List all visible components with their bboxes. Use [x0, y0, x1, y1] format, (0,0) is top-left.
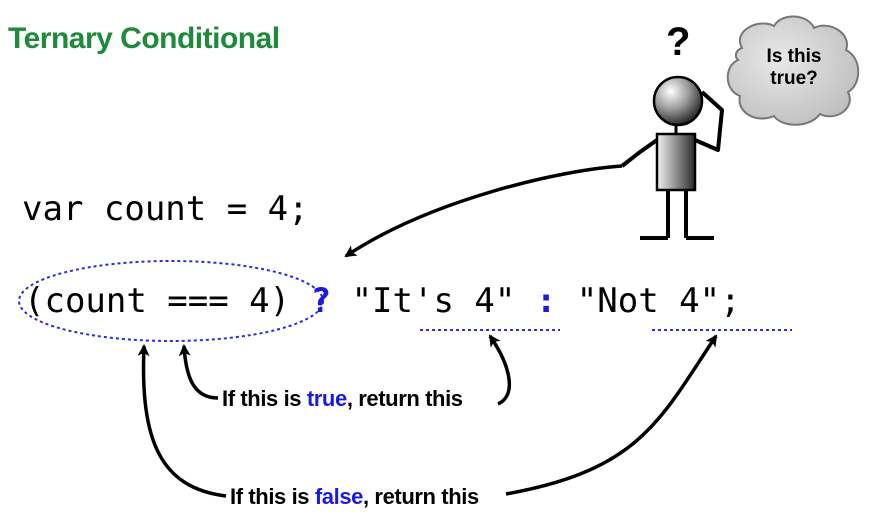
thinker-arrow [344, 164, 623, 258]
page-title: Ternary Conditional [8, 22, 280, 55]
code-colon-operator: : [535, 281, 557, 321]
thought-bubble-text: Is this true? [766, 46, 822, 89]
false-annotation: If this is false, return this [230, 484, 479, 510]
code-line-declaration: var count = 4; [22, 189, 309, 229]
false-annotation-prefix: If this is [230, 484, 315, 509]
true-annotation: If this is true, return this [222, 386, 463, 412]
false-annotation-suffix: , return this [363, 484, 479, 509]
false-note-arrow-to-condition [137, 344, 227, 498]
false-note-arrow-to-value [505, 334, 718, 496]
false-keyword: false [314, 484, 364, 509]
thought-cloud [726, 15, 860, 126]
code-question-operator: ? [310, 281, 332, 321]
true-keyword: true [306, 386, 347, 411]
code-true-value: "It's 4" [351, 281, 516, 321]
true-note-arrow-to-condition [178, 344, 219, 400]
body-shape [655, 132, 697, 192]
true-annotation-suffix: , return this [346, 386, 463, 411]
head-icon [652, 75, 704, 127]
true-annotation-prefix: If this is [222, 386, 307, 411]
thinker-figure [620, 75, 724, 240]
true-note-arrow-to-value [488, 334, 512, 406]
code-line-ternary: (count === 4) ? "It's 4" : "Not 4"; [24, 284, 741, 318]
code-false-value: "Not 4"; [576, 281, 741, 321]
condition-highlight [18, 260, 324, 342]
code-condition: (count === 4) [24, 281, 291, 321]
question-mark-icon: ? [666, 20, 691, 64]
